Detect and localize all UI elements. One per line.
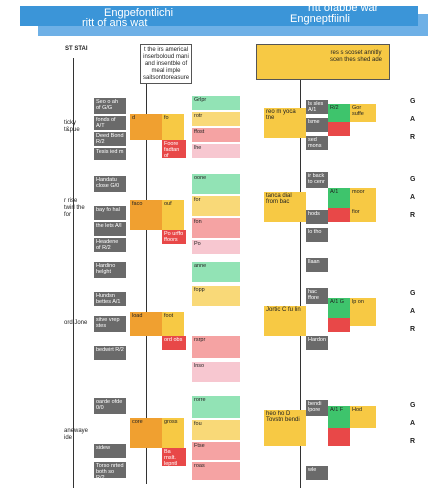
left-gray-item: bedwirt R/2 (94, 346, 126, 360)
right-yellow-box: moor (350, 188, 376, 208)
right-green-box: R/2 (328, 104, 350, 122)
right-yellow-box: fior (350, 208, 376, 222)
left-gray-item: Deed Bond R/2 (94, 132, 126, 146)
light-green-box: rorre (192, 396, 240, 418)
code-label: R (410, 326, 416, 333)
light-red-box: roas (192, 462, 240, 480)
code-label: G (410, 402, 416, 409)
left-orange-box: core (130, 418, 162, 448)
code-label: G (410, 290, 416, 297)
left-gray-item: Hardino helght (94, 262, 126, 278)
left-gray-item: Headene of R/2 (94, 238, 126, 252)
right-gray-item: lsme (306, 118, 328, 132)
light-pink-box: lnso (192, 362, 240, 382)
left-red-box: ord obs (162, 336, 186, 350)
light-red-box: Ftse (192, 442, 240, 460)
right-yellow-box: Gor suffe (350, 104, 376, 122)
left-gray-item: the lets A/I (94, 222, 126, 236)
left-yellow-box: ouf (162, 200, 184, 230)
right-red-box (328, 208, 350, 222)
right-red-box (328, 428, 350, 446)
code-label: R (410, 212, 416, 219)
left-decision-3: ord Jone (64, 320, 88, 326)
left-red-box: Ba rnslt. lepntl (162, 448, 186, 466)
right-decision-1: reo m yoca tne (264, 108, 306, 138)
right-gray-item: Hardon (306, 336, 328, 350)
left-orange-box: faco (130, 200, 162, 230)
right-gray-item: ls sles A/1 (306, 100, 328, 114)
light-green-box: Grlpr (192, 96, 240, 110)
banner-left-subtitle: ritt of ans wat (82, 17, 148, 29)
light-yellow-box: rotr (192, 112, 240, 126)
light-red-box: rsrpr (192, 336, 240, 358)
light-yellow-box: for (192, 196, 240, 216)
right-decision-2: tanca dial from bac (264, 192, 306, 222)
code-label: G (410, 98, 416, 105)
banner-right-subtitle: Engneptfiinli (290, 13, 350, 25)
left-gray-item: Seo o ah of G/G (94, 98, 126, 114)
code-label: R (410, 134, 416, 141)
light-green-box: oone (192, 174, 240, 194)
code-label: A (410, 308, 416, 315)
left-yellow-box: fo (162, 114, 184, 140)
left-yellow-box: gross (162, 418, 184, 448)
light-yellow-box: fopp (192, 286, 240, 306)
left-gray-item: Hundsn bettes A/1 (94, 292, 126, 306)
left-flow-line (73, 58, 74, 488)
left-gray-item: Handatu close G/0 (94, 176, 126, 192)
right-gray-item: lo tho (306, 228, 328, 242)
right-yellow-box: Hod (350, 406, 376, 428)
start-label: ST STAI (65, 46, 88, 52)
code-label: A (410, 194, 416, 201)
left-orange-box: d (130, 114, 162, 140)
left-red-box: Foore fadtan of mocry (162, 140, 186, 158)
right-green-box: A/1 F (328, 406, 350, 428)
code-label: A (410, 420, 416, 427)
title-banner (20, 6, 418, 26)
code-label: R (410, 438, 416, 445)
left-decision-4: anewaye ide (64, 428, 89, 441)
left-gray-item: sidew (94, 444, 126, 458)
light-red-box: ffost (192, 128, 240, 142)
left-decision-1: ticky t&pue (64, 120, 80, 133)
right-yellow-box: lp on (350, 298, 376, 326)
left-gray-item: oarde ofde 0/0 (94, 398, 126, 414)
right-decision-3: Jortic C fu lin (264, 306, 306, 336)
left-orange-box: load (130, 312, 162, 336)
left-gray-item: bay fo hal (94, 206, 126, 220)
light-pink-box: lhe (192, 144, 240, 158)
right-header-text: res s scoset annitly scen thes shed ade (324, 48, 388, 76)
banner-left-title: Engpefontlichi (104, 7, 174, 19)
right-green-box: A/1 (328, 188, 350, 208)
code-label: G (410, 176, 416, 183)
left-red-box: Po urffo ffoors (162, 230, 186, 244)
right-gray-item: hods (306, 210, 328, 224)
right-green-box: A/1 G (328, 298, 350, 318)
left-header-box: t the irs americal inserboloud mani and … (140, 44, 192, 84)
right-decision-4: heo ho D Tovstn bendi (264, 410, 306, 446)
right-gray-item: hac ffore (306, 288, 328, 304)
left-gray-item: Torso nrted both so R/2 (94, 462, 126, 478)
left-inner-line (146, 84, 147, 484)
right-flow-line (300, 80, 301, 488)
banner-right-title: rftt ofabbe war (308, 2, 379, 14)
right-red-box (328, 318, 350, 332)
right-gray-item: ir back to cenr (306, 172, 328, 188)
light-red-box: fon (192, 218, 240, 238)
left-yellow-box: foot (162, 312, 184, 336)
right-gray-item: wle (306, 466, 328, 480)
right-gray-item: sed mons (306, 136, 328, 150)
light-yellow-box: fou (192, 420, 240, 440)
code-label: A (410, 116, 416, 123)
left-decision-2: r rise twirl the for (64, 198, 85, 218)
right-gray-item: bendi lpore (306, 400, 328, 416)
left-gray-item: fonds of A/T (94, 116, 126, 130)
left-gray-item: sitve vrep stes (94, 316, 126, 332)
right-gray-item: llaan (306, 258, 328, 272)
light-green-box: anne (192, 262, 240, 282)
left-gray-item: Tesis ied m (94, 148, 126, 160)
light-pink-box: Po (192, 240, 240, 254)
right-red-box (328, 122, 350, 136)
